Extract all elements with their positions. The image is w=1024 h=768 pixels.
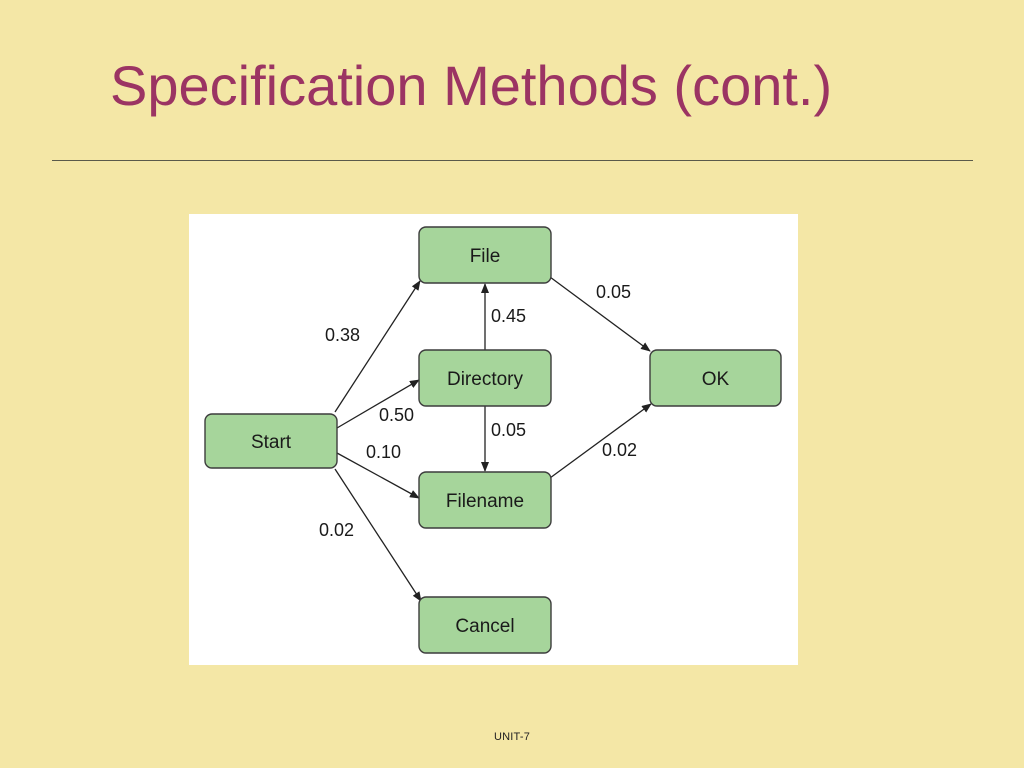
node-cancel-box [418,596,552,654]
node-directory-box [418,349,552,407]
node-directory: Directory [418,349,552,407]
edge-file-ok-label: 0.05 [596,282,631,302]
edge-start-filename-label: 0.10 [366,442,401,462]
node-file: File [418,226,552,284]
node-start-label: Start [251,432,292,453]
edge-start-directory-label: 0.50 [379,405,414,425]
node-file-label: File [470,246,501,267]
node-filename-box [418,471,552,529]
node-file-box [418,226,552,284]
slide-title: Specification Methods (cont.) [110,54,833,117]
title-divider [52,160,973,161]
edge-file-ok-arrow [549,276,651,352]
node-cancel-label: Cancel [455,616,514,637]
node-ok-box [649,349,782,407]
node-filename-label: Filename [446,491,524,512]
node-ok: OK [649,349,782,407]
node-start: Start [204,413,338,469]
edge-start-cancel-arrow [334,468,422,602]
edge-start-filename-arrow [336,452,420,499]
edge-directory-file-label: 0.45 [491,306,526,326]
node-ok-label: OK [702,369,730,390]
node-directory-label: Directory [447,369,524,390]
edge-start-file-arrow [334,280,421,413]
edge-filename-ok-label: 0.02 [602,440,637,460]
edge-start-directory-arrow [336,379,420,429]
edge-start-file-label: 0.38 [325,325,360,345]
node-start-box [204,413,338,469]
edge-directory-filename-label: 0.05 [491,420,526,440]
edge-start-cancel-label: 0.02 [319,520,354,540]
node-cancel: Cancel [418,596,552,654]
node-filename: Filename [418,471,552,529]
edge-filename-ok-arrow [549,403,652,479]
slide-footer: UNIT-7 [493,731,531,743]
diagram-canvas: 0.380.500.100.020.450.050.050.02 StartFi… [204,226,782,654]
